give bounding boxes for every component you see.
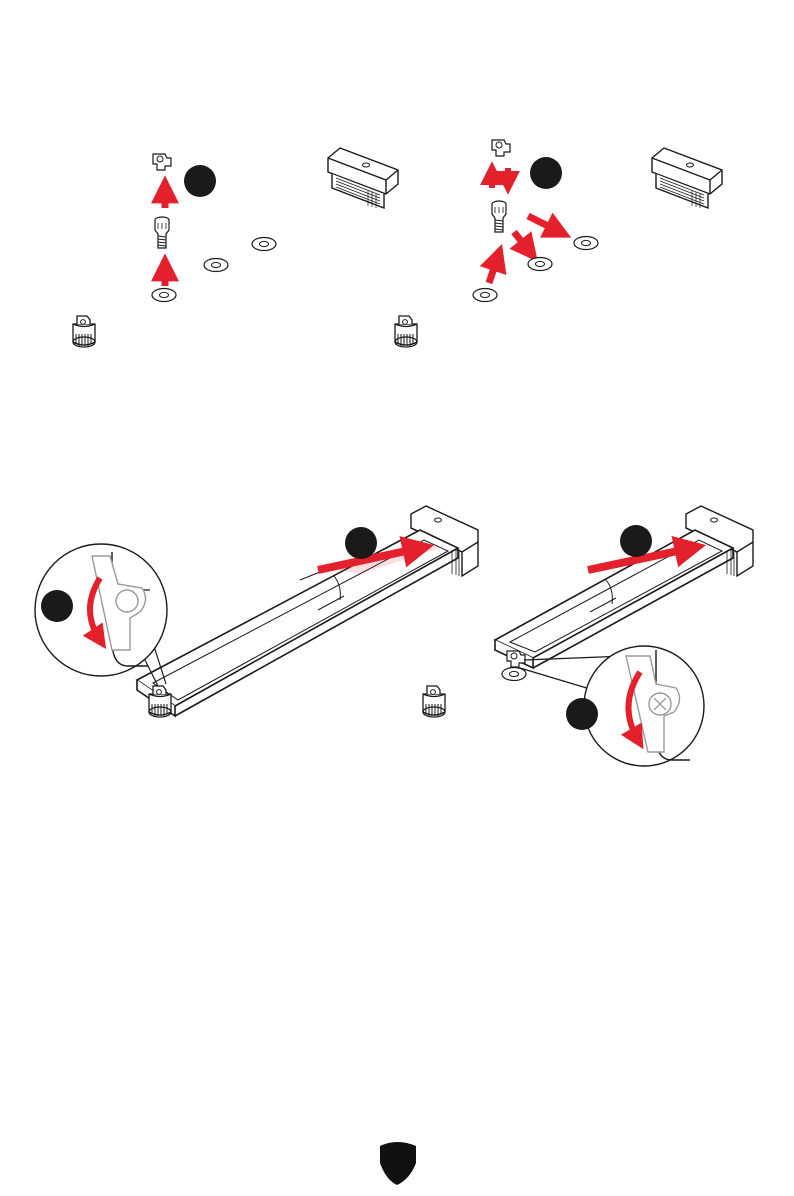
ez-latch-icon xyxy=(423,686,445,717)
standoff-screw-icon xyxy=(492,201,506,232)
standoff-hole-icon xyxy=(473,289,497,302)
arrow-icon xyxy=(489,256,498,283)
standoff-screw-icon xyxy=(155,217,169,248)
step-badge xyxy=(345,527,377,559)
step-badge xyxy=(184,165,216,197)
arrow-icon xyxy=(528,216,560,232)
standoff-hole-icon xyxy=(152,289,176,302)
m2-ssd-icon xyxy=(137,530,458,716)
latch-zoom-callout xyxy=(35,544,167,686)
step-badge xyxy=(620,525,652,557)
latch-zoom-callout xyxy=(520,646,704,766)
figure-ssd-insert-latch-a xyxy=(35,506,478,717)
standoff-hole-icon xyxy=(502,668,526,681)
standoff-hole-icon xyxy=(204,259,228,272)
arrow-icon xyxy=(514,232,530,252)
shield-logo-icon xyxy=(380,1142,416,1185)
clip-icon xyxy=(492,140,510,156)
figure-standoff-installation-a xyxy=(73,148,398,347)
ez-latch-icon xyxy=(73,316,95,347)
step-badge xyxy=(566,698,598,730)
step-badge xyxy=(41,590,73,622)
standoff-hole-icon xyxy=(528,258,552,271)
standoff-hole-icon xyxy=(574,237,598,250)
step-badge xyxy=(530,157,562,189)
figure-standoff-installation-b xyxy=(395,140,722,347)
clip-icon xyxy=(153,154,171,170)
m2-slot-icon xyxy=(652,148,722,208)
m2-slot-icon xyxy=(328,148,398,208)
ez-latch-icon xyxy=(395,316,417,347)
m2-ssd-icon xyxy=(495,530,733,668)
standoff-hole-icon xyxy=(252,238,276,251)
